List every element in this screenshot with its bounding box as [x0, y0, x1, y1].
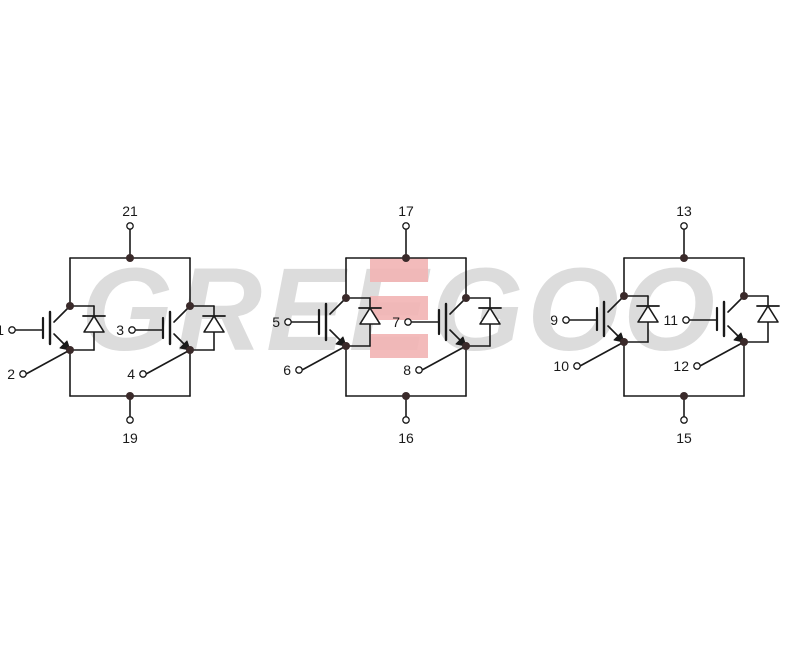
emitter-lead: [301, 345, 347, 371]
gate-label: 3: [116, 322, 124, 338]
igbt-module: 21 19 1 2 3 4: [0, 203, 226, 446]
emitter-terminal: [139, 370, 147, 378]
emitter-label: 4: [127, 366, 135, 382]
emitter-lead: [421, 345, 467, 371]
emitter-terminal: [295, 366, 303, 374]
emitter-node: [740, 338, 748, 346]
collector-node: [620, 292, 628, 300]
diode-triangle: [203, 315, 225, 333]
emitter-node: [462, 342, 470, 350]
diode-triangle: [479, 307, 501, 325]
bottom-terminal-label: 15: [676, 430, 692, 446]
gate-label: 5: [272, 314, 280, 330]
collector-node: [186, 302, 194, 310]
emitter-node: [66, 346, 74, 354]
top-terminal-label: 17: [398, 203, 414, 219]
gate-label: 7: [392, 314, 400, 330]
emitter-terminal: [573, 362, 581, 370]
gate-label: 1: [0, 322, 4, 338]
emitter-terminal: [415, 366, 423, 374]
bottom-terminal: [402, 416, 410, 424]
collector-node: [462, 294, 470, 302]
collector-node: [740, 292, 748, 300]
emitter-lead: [145, 349, 191, 375]
top-bus-node: [126, 254, 134, 262]
bottom-bus-node: [402, 392, 410, 400]
watermark-accent-bar: [370, 258, 428, 282]
top-terminal: [402, 222, 410, 230]
emitter-node: [620, 338, 628, 346]
top-terminal-label: 13: [676, 203, 692, 219]
bottom-terminal: [126, 416, 134, 424]
emitter-node: [186, 346, 194, 354]
emitter-terminal: [19, 370, 27, 378]
emitter-terminal: [693, 362, 701, 370]
igbt-module: 17 16 5 6 7 8: [272, 203, 502, 446]
gate-terminal: [128, 326, 136, 334]
collector-node: [66, 302, 74, 310]
bottom-bus-node: [680, 392, 688, 400]
emitter-lead: [699, 341, 745, 367]
emitter-label: 12: [673, 358, 689, 374]
top-terminal-label: 21: [122, 203, 138, 219]
bottom-terminal-label: 19: [122, 430, 138, 446]
igbt-module: 13 15 9 10 11 12: [550, 203, 780, 446]
diode-triangle: [83, 315, 105, 333]
top-bus-node: [402, 254, 410, 262]
emitter-label: 2: [7, 366, 15, 382]
gate-label: 9: [550, 312, 558, 328]
bottom-terminal-label: 16: [398, 430, 414, 446]
emitter-label: 6: [283, 362, 291, 378]
gate-terminal: [562, 316, 570, 324]
diode-triangle: [359, 307, 381, 325]
gate-terminal: [284, 318, 292, 326]
gate-label: 11: [663, 312, 678, 328]
emitter-label: 10: [553, 358, 569, 374]
bottom-terminal: [680, 416, 688, 424]
bottom-bus-node: [126, 392, 134, 400]
emitter-node: [342, 342, 350, 350]
emitter-lead: [579, 341, 625, 367]
gate-terminal: [8, 326, 16, 334]
collector-node: [342, 294, 350, 302]
top-terminal: [126, 222, 134, 230]
top-bus-node: [680, 254, 688, 262]
gate-terminal: [404, 318, 412, 326]
diode-triangle: [757, 305, 779, 323]
diode-triangle: [637, 305, 659, 323]
gate-terminal: [682, 316, 690, 324]
top-terminal: [680, 222, 688, 230]
emitter-lead: [25, 349, 71, 375]
watermark-accent-bar: [370, 334, 428, 358]
emitter-label: 8: [403, 362, 411, 378]
